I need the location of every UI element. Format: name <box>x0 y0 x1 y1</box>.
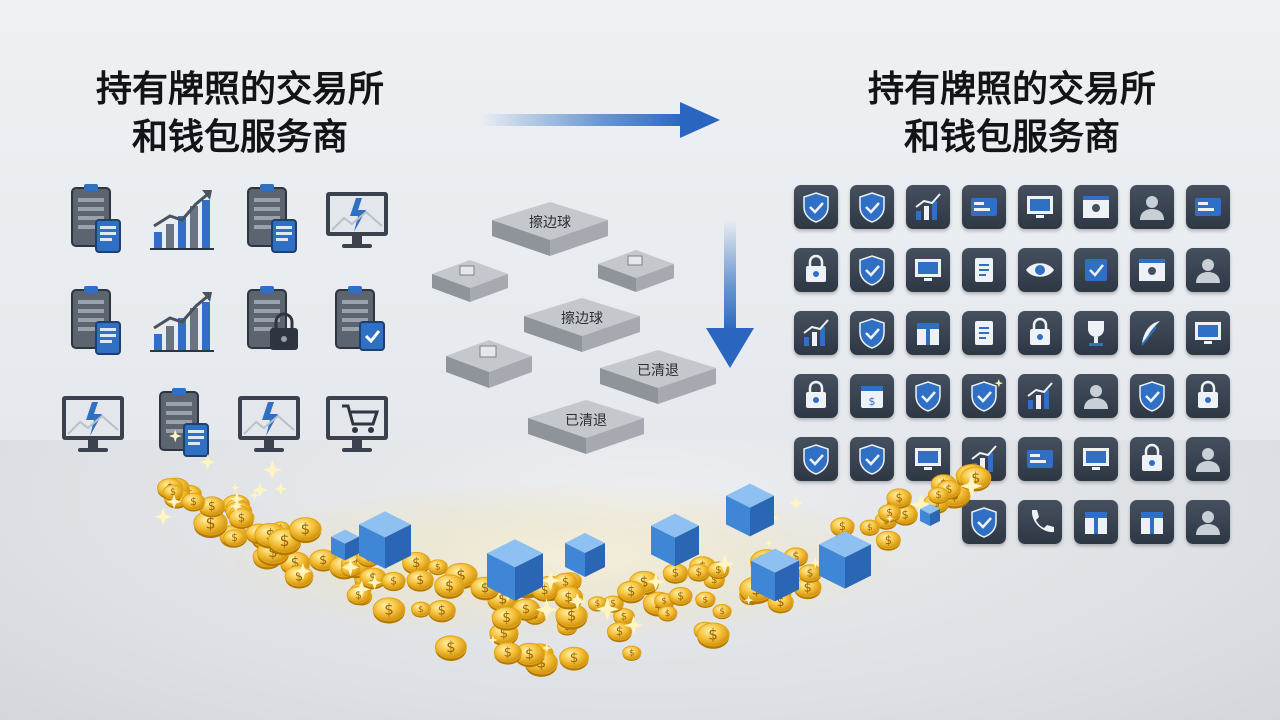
growth-chart-icon <box>906 185 950 229</box>
growth-chart-icon <box>146 180 216 260</box>
tile-small-3 <box>444 338 534 396</box>
monitor-cart-icon <box>322 384 392 464</box>
checkbox-icon <box>1074 248 1118 292</box>
calendar-dollar-icon: $ <box>850 374 894 418</box>
monitor-icon <box>906 248 950 292</box>
right-icon-grid: $ <box>794 185 1234 545</box>
tile-cleared-1: 已清退 <box>598 348 718 406</box>
document-lock-icon <box>1018 311 1062 355</box>
browser-user-icon <box>1074 185 1118 229</box>
right-title-line2: 和钱包服务商 <box>903 117 1120 158</box>
monitor-lightning-icon <box>234 384 304 464</box>
tile-cleared-2: 已清退 <box>526 398 646 456</box>
clipboard-phone-icon <box>58 282 128 362</box>
monitor-icon <box>906 437 950 481</box>
lock-bag-icon <box>794 374 838 418</box>
right-arrow-icon <box>480 102 720 138</box>
user-icon <box>1186 437 1230 481</box>
clipboard-lock-icon <box>234 282 304 362</box>
shield-check-icon <box>850 248 894 292</box>
mountain-user-icon <box>1074 374 1118 418</box>
left-title-line1: 持有牌照的交易所 <box>95 69 384 110</box>
tile-small-1 <box>430 258 510 316</box>
user-icon <box>1130 185 1174 229</box>
tile-label: 擦边球 <box>561 311 603 327</box>
tile-edge-ball-2: 擦边球 <box>522 296 642 354</box>
left-title: 持有牌照的交易所 和钱包服务商 <box>70 66 410 162</box>
document-phone-icon <box>58 180 128 260</box>
clipboard-icon <box>962 248 1006 292</box>
user-icon <box>1186 500 1230 544</box>
tile-label: 已清退 <box>565 413 607 429</box>
left-icon-grid <box>50 180 410 470</box>
delisted-tiles-area: 擦边球 擦边球 <box>430 200 716 470</box>
monitor-lightning-icon <box>58 384 128 464</box>
right-title: 持有牌照的交易所 和钱包服务商 <box>842 66 1182 162</box>
shield-check-icon <box>962 500 1006 544</box>
clipboard-phone-icon <box>146 384 216 464</box>
shield-check-icon <box>850 437 894 481</box>
user-icon <box>1186 248 1230 292</box>
arrow-box-icon <box>1130 500 1174 544</box>
feather-icon <box>1130 311 1174 355</box>
lock-icon <box>1186 374 1230 418</box>
shield-check-icon <box>906 374 950 418</box>
monitor-icon <box>1074 437 1118 481</box>
svg-text:$: $ <box>869 395 876 408</box>
monitor-chart-icon <box>794 311 838 355</box>
tile-label: 已清退 <box>637 363 679 379</box>
id-card-icon <box>962 185 1006 229</box>
growth-chart-icon <box>146 282 216 362</box>
tile-small-2 <box>596 248 676 306</box>
card-icon <box>1018 437 1062 481</box>
growth-chart-icon <box>1018 374 1062 418</box>
lock-bag-icon <box>794 248 838 292</box>
monitor-icon <box>1018 185 1062 229</box>
clipboard-check-icon <box>322 282 392 362</box>
shield-check-icon <box>794 185 838 229</box>
down-arrow-icon <box>706 220 754 368</box>
card-icon <box>1186 185 1230 229</box>
growth-chart-icon <box>962 437 1006 481</box>
monitor-lightning-icon <box>322 180 392 260</box>
browser-user-icon <box>1130 248 1174 292</box>
gift-icon <box>906 311 950 355</box>
tile-label: 擦边球 <box>529 215 571 231</box>
clipboard-phone-icon <box>234 180 304 260</box>
eye-icon <box>1018 248 1062 292</box>
right-title-line1: 持有牌照的交易所 <box>867 69 1156 110</box>
shield-check-icon <box>850 311 894 355</box>
lock-bag-icon <box>1130 437 1174 481</box>
shield-check-icon <box>1130 374 1174 418</box>
left-title-line2: 和钱包服务商 <box>131 117 348 158</box>
phone-icon <box>1018 500 1062 544</box>
monitor-pen-icon <box>1186 311 1230 355</box>
shield-check-icon <box>962 374 1006 418</box>
shield-check-icon <box>794 437 838 481</box>
box-icon <box>1074 500 1118 544</box>
document-icon <box>962 311 1006 355</box>
shield-check-icon <box>850 185 894 229</box>
trophy-icon <box>1074 311 1118 355</box>
tile-edge-ball-1: 擦边球 <box>490 200 610 258</box>
